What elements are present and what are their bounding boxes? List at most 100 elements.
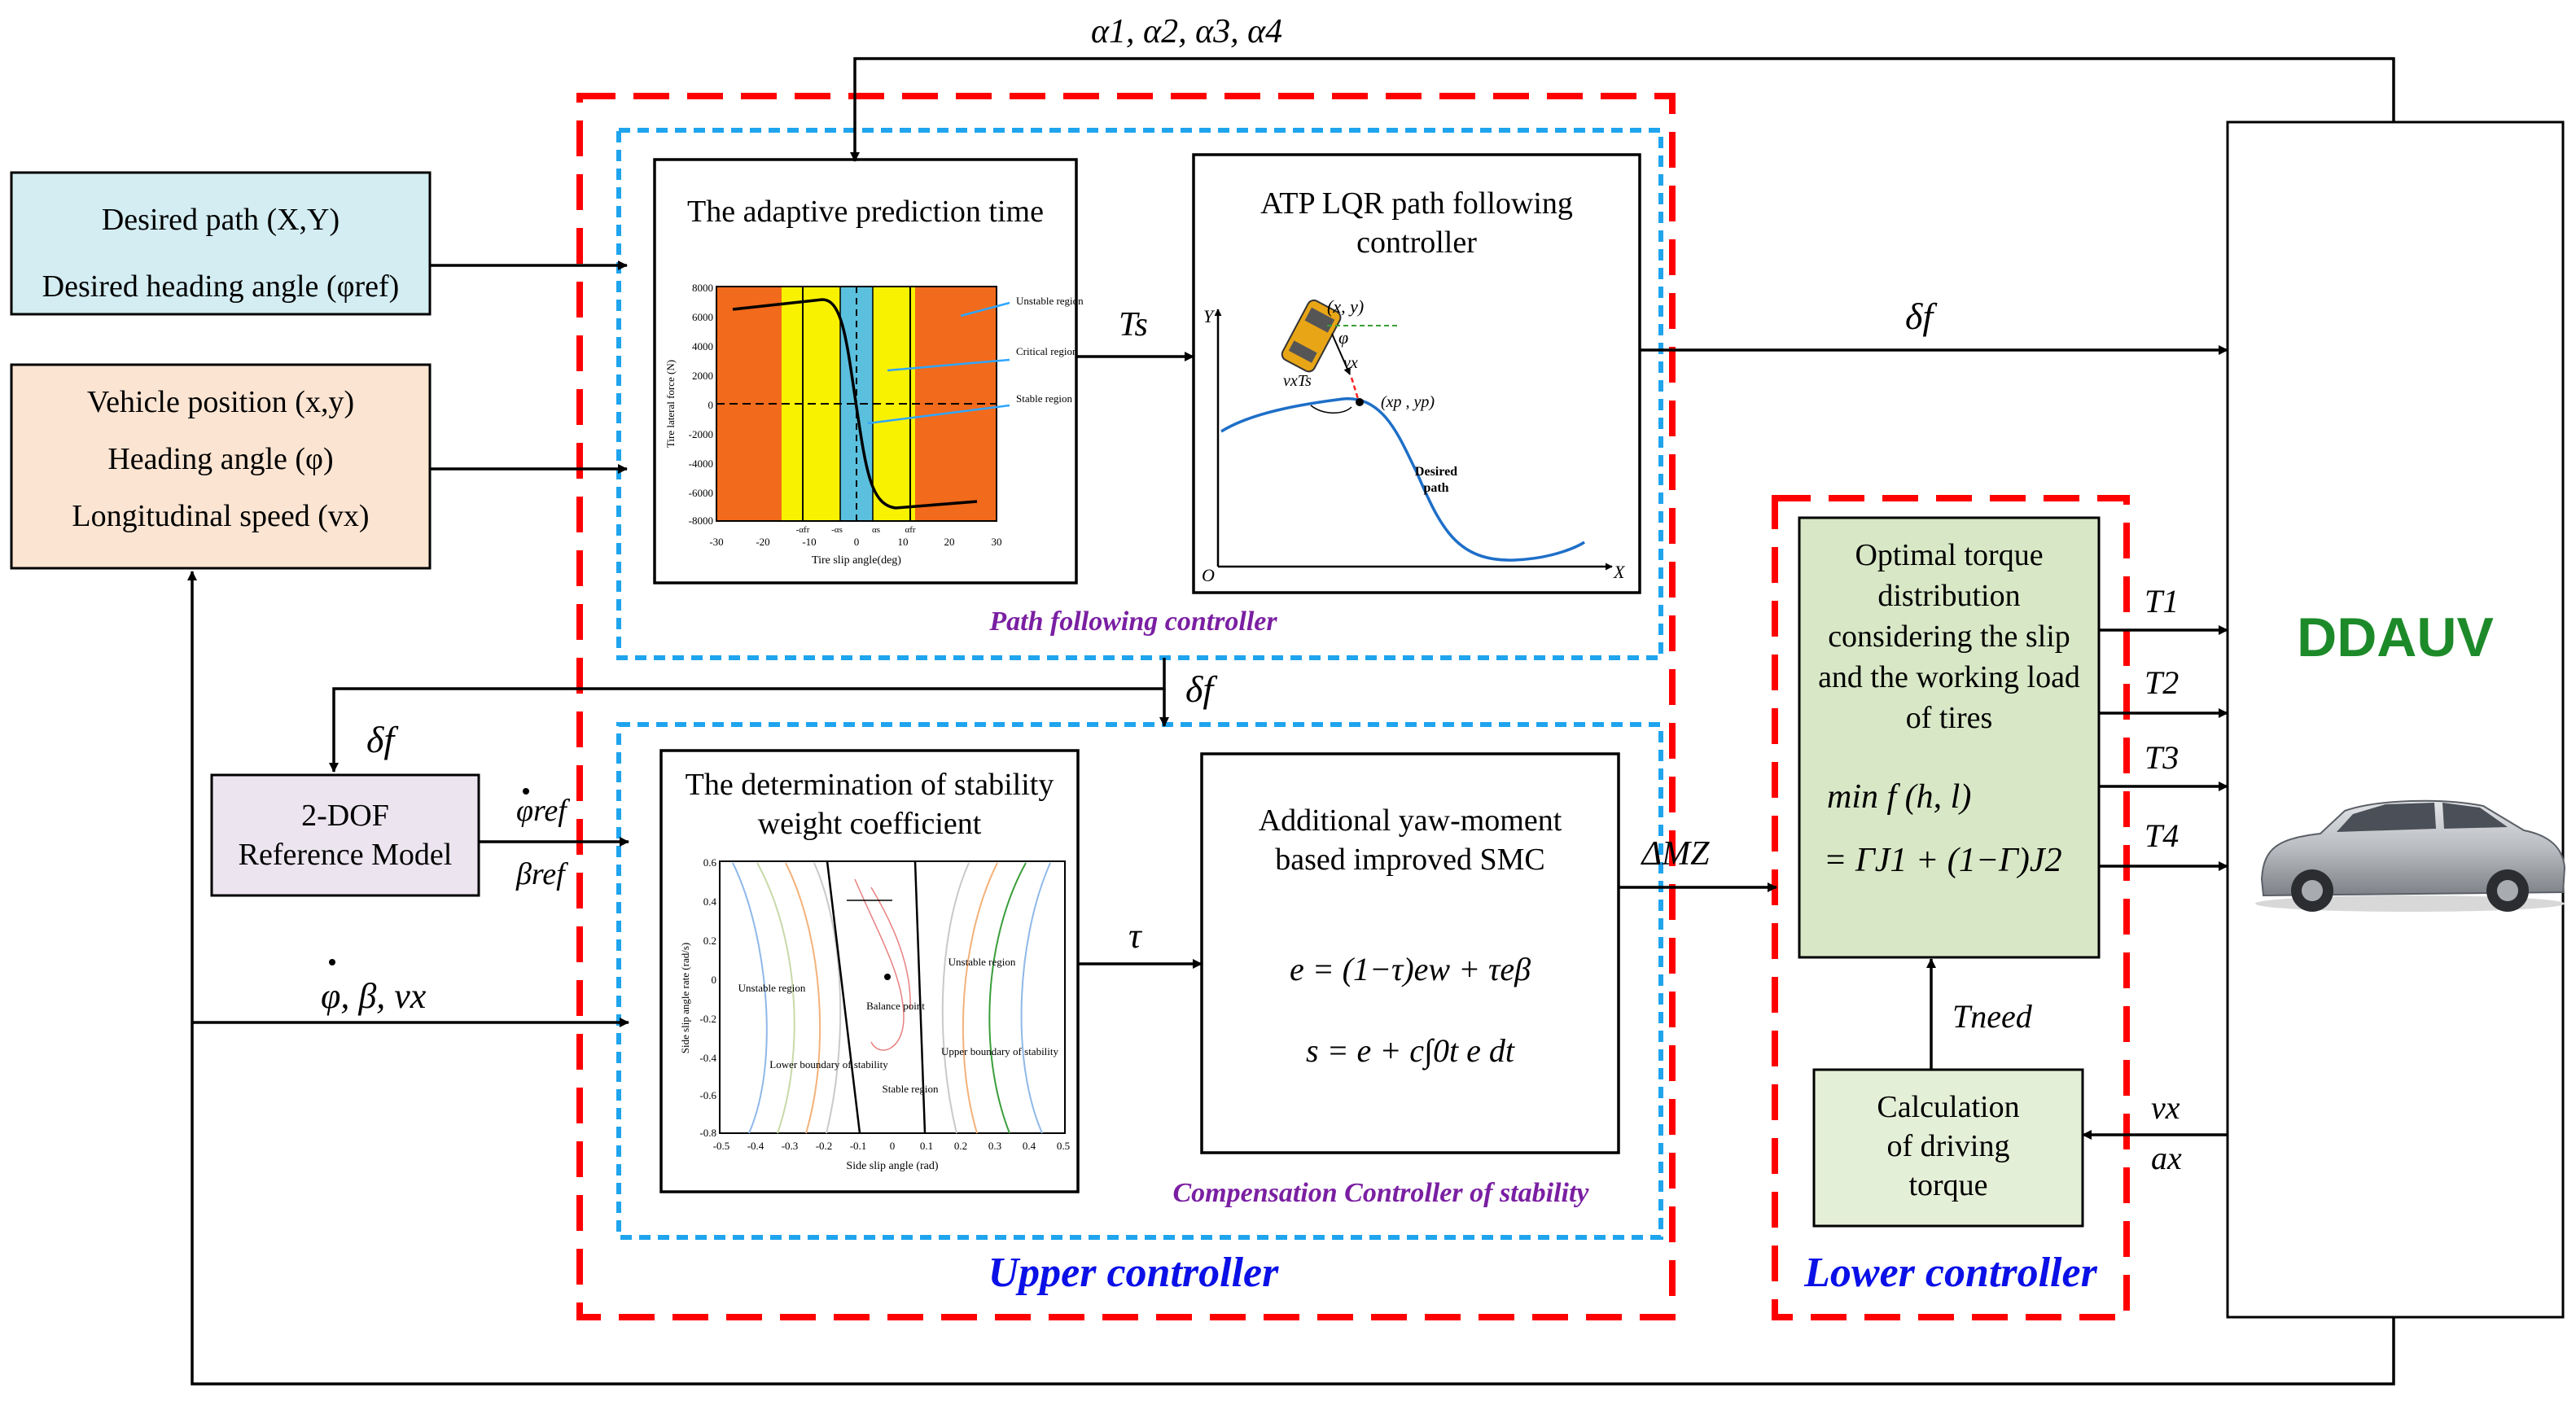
optimal-torque-block <box>1798 516 2101 959</box>
path-following-label: Path following controller <box>988 606 1277 637</box>
phase-label-upper-boundary: Upper boundary of stability <box>941 1045 1059 1057</box>
optimal-torque-line: of tires <box>1906 701 1993 735</box>
atp-vx: vx <box>1343 354 1358 372</box>
phase-xtick: 0.5 <box>1057 1140 1070 1152</box>
tire-xtick: -10 <box>802 536 816 548</box>
driving-torque-line: of driving <box>1887 1129 2010 1163</box>
stability-weight-title-1: The determination of stability <box>686 768 1054 802</box>
tire-plot-y-ticks: 8000 6000 4000 2000 0 -2000 -4000 -6000 … <box>689 282 713 527</box>
longitudinal-speed-label: Longitudinal speed (vx) <box>72 499 369 533</box>
smc-block <box>1200 752 1620 1154</box>
signal-beta-ref: βref <box>515 857 568 891</box>
signal-feedback-states: φ, β, vx <box>321 976 427 1016</box>
smc-title-2: based improved SMC <box>1275 843 1544 877</box>
tire-plot-ylabel: Tire lateral force (N) <box>664 360 677 448</box>
signal-phi-dot-ref: φref <box>516 794 570 828</box>
compensation-label: Compensation Controller of stability <box>1172 1178 1589 1208</box>
phase-xtick: -0.5 <box>713 1140 730 1152</box>
smc-equation-1: e = (1−τ)ew + τeβ <box>1290 951 1531 987</box>
vehicle-state-box <box>10 363 432 570</box>
optimal-torque-eq1: min f (h, l) <box>1827 778 1971 816</box>
phase-label-lower-boundary: Lower boundary of stability <box>769 1058 888 1070</box>
phase-xtick: -0.3 <box>782 1140 799 1152</box>
tire-ytick: 8000 <box>692 282 713 294</box>
signal-vx: vx <box>2151 1089 2180 1126</box>
tire-alpha-tick: -αs <box>831 525 843 535</box>
phase-xtick: 0.3 <box>988 1140 1001 1152</box>
compensation-boundary <box>616 722 1663 1240</box>
atp-y-axis: Y <box>1203 306 1216 326</box>
phase-xtick: 0.4 <box>1023 1140 1036 1152</box>
optimal-torque-line: Optimal torque <box>1855 538 2043 572</box>
phi-dot-ref-dot <box>523 788 529 795</box>
phase-xtick: 0.1 <box>920 1140 933 1152</box>
desired-heading-label: Desired heading angle (φref) <box>42 269 400 304</box>
phase-ytick: -0.2 <box>699 1013 716 1025</box>
desired-path-box <box>10 171 432 316</box>
tire-alpha-tick: αs <box>872 525 880 535</box>
tire-ytick: -8000 <box>689 514 713 527</box>
tire-ytick: -4000 <box>689 458 713 470</box>
signal-delta-f: δf <box>1905 296 1938 337</box>
smc-title-1: Additional yaw-moment <box>1259 803 1562 838</box>
phase-plane-plot <box>719 860 1066 1134</box>
vehicle-label: DDAUV <box>2297 606 2494 668</box>
tire-xtick: 10 <box>898 536 909 548</box>
phase-ytick: 0.6 <box>703 856 717 869</box>
phase-label-unstable-right: Unstable region <box>948 956 1016 968</box>
desired-path-label: Desired path (X,Y) <box>102 203 340 237</box>
smc-equation-2: s = e + c∫0t e dt <box>1306 1032 1515 1070</box>
tire-ytick: -6000 <box>689 487 713 499</box>
signal-ax: ax <box>2151 1140 2182 1176</box>
signal-tau: τ <box>1128 916 1143 956</box>
tire-ytick: 2000 <box>692 370 713 382</box>
phase-ytick: -0.8 <box>699 1127 716 1139</box>
signal-t2: T2 <box>2144 664 2179 701</box>
signal-alphas: α1, α2, α3, α4 <box>1091 13 1282 50</box>
driving-torque-block <box>1812 1068 2084 1228</box>
phase-xtick: -0.4 <box>747 1140 764 1152</box>
atp-desired-2: path <box>1423 481 1448 495</box>
arrow-alphas-feedback <box>850 57 2395 162</box>
tire-ytick: 6000 <box>692 311 713 323</box>
heading-angle-label: Heading angle (φ) <box>107 442 333 476</box>
phase-xtick: -0.1 <box>850 1140 867 1152</box>
tire-plot-x-ticks: -30 -20 -10 0 10 20 30 -αfr -αs αs αfr <box>709 525 1001 548</box>
tire-force-plot <box>716 286 1010 522</box>
lower-controller-boundary <box>1772 495 2130 1320</box>
driving-torque-line: Calculation <box>1877 1090 2019 1124</box>
stability-weight-title-2: weight coefficient <box>758 807 982 841</box>
phase-xtick: 0 <box>890 1140 896 1152</box>
tire-ytick: -2000 <box>689 428 713 440</box>
region-unstable: Unstable region <box>1016 295 1084 307</box>
driving-torque-line: torque <box>1908 1168 1987 1202</box>
tire-xtick: 20 <box>944 536 955 548</box>
phase-plane-ylabel: Side slip angle rate (rad/s) <box>679 943 691 1053</box>
arrow-delta-f-to-model <box>329 658 1166 773</box>
phase-plane-xlabel: Side slip angle (rad) <box>846 1160 938 1172</box>
tire-plot-xlabel: Tire slip angle(deg) <box>812 554 901 567</box>
tire-alpha-tick: -αfr <box>796 525 810 535</box>
adaptive-prediction-title: The adaptive prediction time <box>687 195 1044 229</box>
atp-phi: φ <box>1338 327 1348 348</box>
optimal-torque-line: distribution <box>1877 579 2020 613</box>
region-stable: Stable region <box>1016 392 1072 405</box>
tire-ytick: 0 <box>708 399 714 411</box>
upper-controller-boundary <box>576 93 1676 1320</box>
atp-point-xy: (x, y) <box>1327 296 1364 317</box>
signal-delta-f-ref: δf <box>366 719 399 760</box>
signal-t4: T4 <box>2144 817 2179 854</box>
atp-desired-1: Desired <box>1415 465 1457 479</box>
reference-model-line2: Reference Model <box>239 838 453 872</box>
path-geometry-plot <box>1214 299 1613 571</box>
signal-delta-mz: ΔMZ <box>1641 835 1711 873</box>
arrow-feedback-loop <box>187 571 2395 1386</box>
phase-xtick: 0.2 <box>954 1140 967 1152</box>
vehicle-position-label: Vehicle position (x,y) <box>87 385 354 419</box>
atp-x-axis: X <box>1613 562 1626 582</box>
phase-ytick: 0 <box>712 974 717 986</box>
signal-t1: T1 <box>2144 583 2179 620</box>
signal-delta-f-mid: δf <box>1185 668 1218 710</box>
signal-t-need: Tneed <box>1952 998 2033 1035</box>
phase-label-unstable-left: Unstable region <box>738 982 806 994</box>
